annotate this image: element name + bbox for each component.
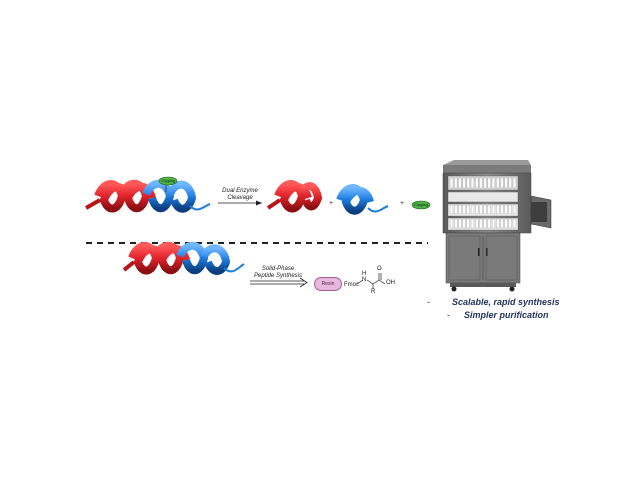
vial	[475, 177, 479, 189]
benefit-item-1: Scalable, rapid synthesis	[452, 297, 560, 307]
plus-sign-2: +	[400, 200, 405, 207]
vial	[500, 218, 504, 229]
vial	[487, 177, 491, 189]
helix-peptide-no-tag	[122, 241, 245, 275]
vial	[462, 204, 466, 215]
benefit-dash-1: -	[427, 297, 430, 307]
vial	[470, 177, 475, 189]
vial	[458, 177, 462, 189]
vial	[449, 177, 454, 189]
vial	[504, 218, 508, 229]
vial	[475, 204, 479, 215]
plus-sign-1: +	[329, 200, 334, 207]
peptide-synthesizer-machine	[442, 160, 552, 292]
vial	[496, 204, 500, 215]
cleavage-arrow	[218, 200, 262, 206]
benefit-item-2: Simpler purification	[464, 310, 549, 320]
spps-label-line1: Solid-Phase	[261, 266, 295, 272]
vial	[512, 177, 517, 189]
vial	[483, 204, 487, 215]
vial	[496, 218, 500, 229]
vial	[491, 218, 496, 229]
vial	[487, 204, 491, 215]
spps-label-line2: Peptide Synthesis	[253, 273, 303, 279]
vial	[487, 218, 491, 229]
vial	[462, 218, 466, 229]
blue-helix-product	[336, 184, 389, 215]
vial	[454, 177, 458, 189]
vial	[458, 204, 462, 215]
tag-label-2: Clpgtag	[414, 202, 428, 207]
vial	[491, 204, 496, 215]
spps-arrow	[250, 277, 308, 288]
vial	[479, 204, 483, 215]
vial	[449, 218, 454, 229]
red-helix-product	[266, 180, 323, 213]
vial	[512, 204, 517, 215]
vial	[479, 177, 483, 189]
vial	[491, 177, 496, 189]
vial	[466, 177, 470, 189]
vial	[500, 204, 504, 215]
vial	[470, 204, 475, 215]
vial	[508, 177, 512, 189]
vial	[504, 177, 508, 189]
vial	[508, 218, 512, 229]
vial	[496, 177, 500, 189]
vial	[500, 177, 504, 189]
vial	[449, 204, 454, 215]
cleavage-label-line1: Dual Enzyme	[222, 188, 258, 194]
cleavage-label: Dual Enzyme Cleavage	[214, 188, 266, 202]
vial	[504, 204, 508, 215]
helix-peptide-with-tag	[85, 179, 211, 213]
vial	[466, 218, 470, 229]
tag-ellipse-1	[158, 176, 178, 186]
vial	[508, 204, 512, 215]
vial	[483, 177, 487, 189]
vial	[470, 218, 475, 229]
nh-n-label: N	[362, 277, 367, 283]
carbonyl-o-label: O	[377, 266, 382, 272]
vial	[458, 218, 462, 229]
vial	[454, 218, 458, 229]
resin-bead: Resin	[314, 277, 342, 291]
cleavage-label-line2: Cleavage	[227, 195, 253, 201]
vial	[466, 204, 470, 215]
vial	[475, 218, 479, 229]
vial	[479, 218, 483, 229]
tag-label-1: Clpgtag	[161, 178, 175, 183]
r-group-label: R	[371, 289, 376, 295]
vial	[483, 218, 487, 229]
hydroxyl-label: OH	[386, 280, 395, 286]
tag-ellipse-2	[411, 200, 431, 210]
vial	[462, 177, 466, 189]
vial	[454, 204, 458, 215]
vial	[512, 218, 517, 229]
nh-h-label: H	[362, 271, 367, 277]
spps-label: Solid-Phase Peptide Synthesis	[244, 266, 312, 280]
fmoc-label: Fmoc	[344, 282, 359, 288]
fmoc-amino-acid-structure	[356, 273, 386, 289]
benefit-dash-2: -	[447, 310, 450, 320]
